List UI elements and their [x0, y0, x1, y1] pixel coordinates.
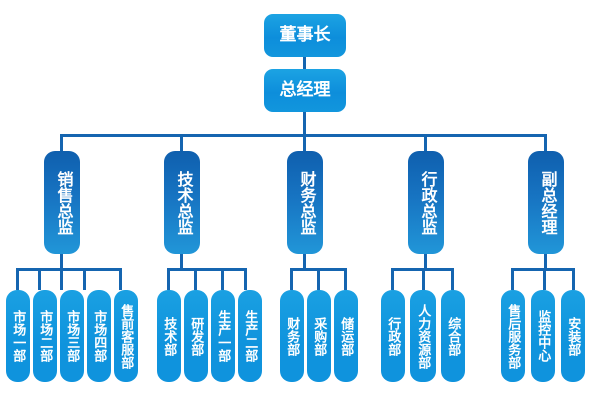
connector-drop-sales	[60, 134, 63, 151]
node-label: 安装部	[566, 316, 582, 356]
node-label: 综合部	[446, 316, 462, 356]
connector-sales-drop-4	[83, 268, 86, 290]
connector-technical-drop-4	[244, 268, 247, 290]
connector-finance-drop-3	[344, 268, 347, 290]
node-market-dept-1[interactable]: 市场一部	[6, 290, 30, 382]
connector-finance-drop-1	[290, 268, 293, 290]
node-label: 生产二部	[243, 310, 259, 362]
connector-technical-drop-3	[221, 268, 224, 290]
node-sales-director[interactable]: 销售总监	[44, 151, 80, 254]
connector-deputy-stem	[544, 254, 547, 268]
connector-technical-drop-2	[194, 268, 197, 290]
node-label: 研发部	[189, 316, 205, 356]
node-purchasing-dept[interactable]: 采购部	[307, 290, 331, 382]
connector-deputy-drop-1	[511, 268, 514, 290]
connector-drop-admin	[424, 134, 427, 151]
node-label: 采购部	[312, 316, 328, 356]
node-label: 生产一部	[216, 310, 232, 362]
node-admin-dept[interactable]: 行政部	[381, 290, 405, 382]
node-deputy-general-manager[interactable]: 副总经理	[528, 151, 564, 254]
node-admin-director[interactable]: 行政总监	[408, 151, 444, 254]
node-chairman[interactable]: 董事长	[264, 14, 346, 57]
node-installation-dept[interactable]: 安装部	[561, 290, 585, 382]
connector-drop-deputy	[544, 134, 547, 151]
node-technical-dept[interactable]: 技术部	[157, 290, 181, 382]
node-label: 技术部	[162, 316, 178, 356]
connector-admin-drop-2	[422, 268, 425, 290]
node-monitoring-center[interactable]: 监控中心	[531, 290, 555, 382]
connector-technical-bus	[167, 268, 247, 271]
node-production-dept-1[interactable]: 生产一部	[211, 290, 235, 382]
node-label: 技术总监	[174, 170, 192, 235]
node-market-dept-3[interactable]: 市场三部	[60, 290, 84, 382]
connector-deputy-drop-2	[543, 268, 546, 290]
connector-admin-drop-1	[391, 268, 394, 290]
connector-finance-stem	[303, 254, 306, 268]
node-label: 市场三部	[65, 310, 81, 362]
node-storage-transport-dept[interactable]: 储运部	[334, 290, 358, 382]
connector-sales-drop-1	[16, 268, 19, 290]
node-presales-service-dept[interactable]: 售前客服部	[114, 290, 138, 382]
node-finance-director[interactable]: 财务总监	[287, 151, 323, 254]
connector-sales-drop-3	[60, 268, 63, 290]
connector-gm-drop	[303, 112, 306, 136]
node-label: 人力资源部	[416, 303, 432, 369]
connector-drop-finance	[303, 134, 306, 151]
node-label: 市场二部	[38, 310, 54, 362]
node-label: 总经理	[279, 80, 331, 100]
node-general-manager[interactable]: 总经理	[264, 69, 346, 112]
connector-chairman-to-gm	[303, 57, 306, 69]
node-market-dept-4[interactable]: 市场四部	[87, 290, 111, 382]
node-hr-dept[interactable]: 人力资源部	[410, 290, 436, 382]
node-market-dept-2[interactable]: 市场二部	[33, 290, 57, 382]
node-aftersales-service-dept[interactable]: 售后服务部	[501, 290, 525, 382]
connector-technical-stem	[180, 254, 183, 268]
node-label: 售前客服部	[119, 303, 135, 369]
node-label: 售后服务部	[506, 303, 522, 369]
node-label: 市场一部	[11, 310, 27, 362]
node-label: 监控中心	[536, 310, 552, 362]
node-label: 市场四部	[92, 310, 108, 362]
connector-admin-stem	[424, 254, 427, 268]
node-label: 董事长	[279, 25, 331, 45]
connector-technical-drop-1	[167, 268, 170, 290]
node-technical-director[interactable]: 技术总监	[164, 151, 200, 254]
connector-sales-drop-2	[38, 268, 41, 290]
node-label: 储运部	[339, 316, 355, 356]
connector-sales-drop-5	[119, 268, 122, 290]
node-production-dept-2[interactable]: 生产二部	[238, 290, 262, 382]
connector-deputy-drop-3	[572, 268, 575, 290]
node-label: 行政部	[386, 316, 402, 356]
node-label: 副总经理	[538, 170, 556, 235]
node-label: 财务总监	[297, 170, 315, 235]
node-finance-dept[interactable]: 财务部	[280, 290, 304, 382]
connector-drop-technical	[180, 134, 183, 151]
connector-sales-bus	[16, 268, 122, 271]
node-general-affairs-dept[interactable]: 综合部	[441, 290, 465, 382]
connector-finance-drop-2	[317, 268, 320, 290]
connector-sales-stem	[60, 254, 63, 268]
connector-admin-drop-3	[451, 268, 454, 290]
node-label: 行政总监	[418, 170, 436, 235]
node-label: 销售总监	[54, 170, 72, 235]
node-label: 财务部	[285, 316, 301, 356]
node-rnd-dept[interactable]: 研发部	[184, 290, 208, 382]
